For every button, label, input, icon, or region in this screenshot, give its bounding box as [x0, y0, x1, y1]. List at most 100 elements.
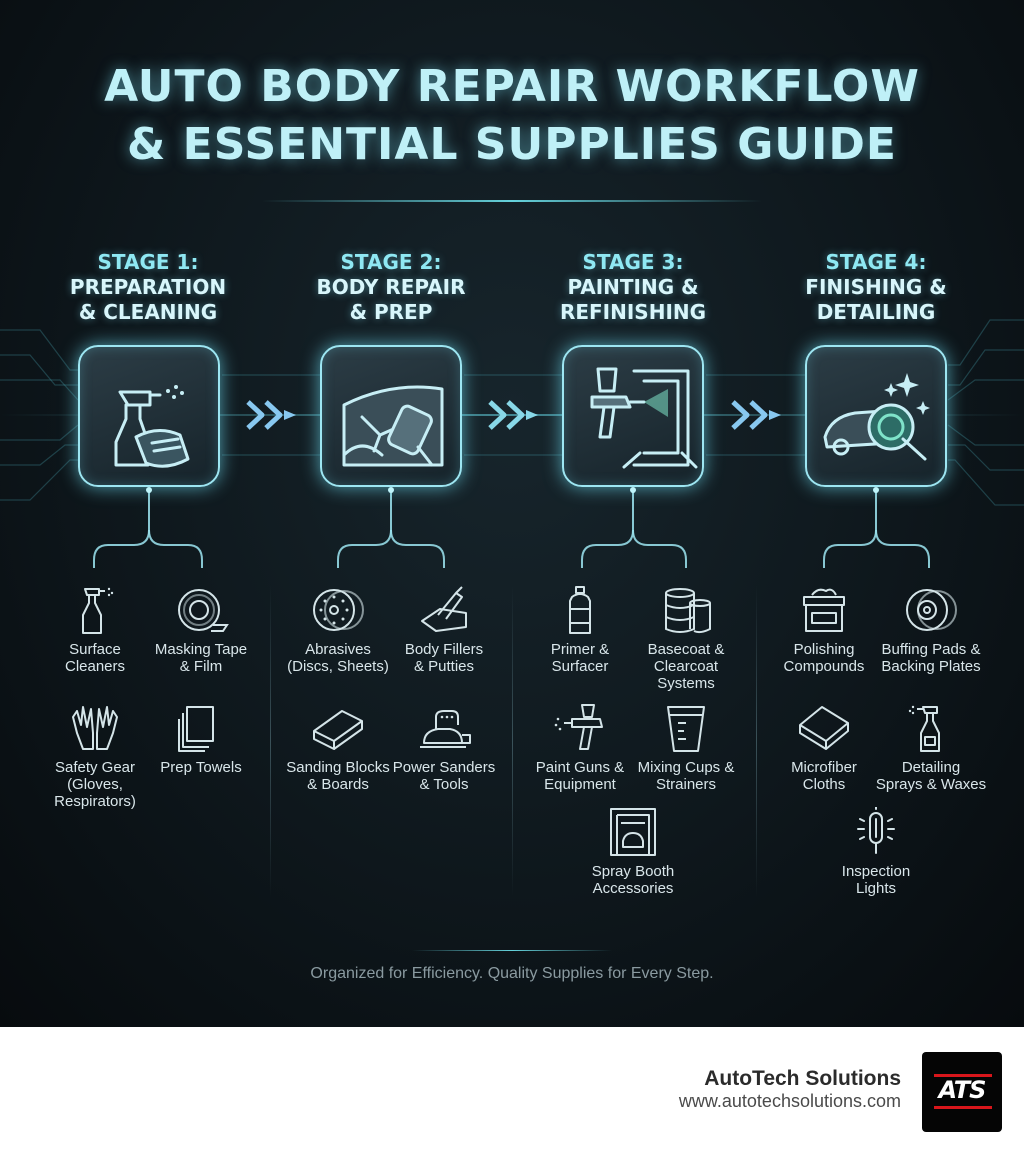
supply-item-prep-towels: Prep Towels: [143, 703, 259, 776]
spray-bottle-icon: [82, 587, 114, 634]
footer-divider: [412, 950, 612, 951]
paint-gun-icon: [554, 704, 603, 750]
label-line: Detailing: [901, 759, 961, 776]
column-divider-1: [270, 585, 271, 897]
towels-icon: [178, 706, 214, 752]
stage-4-box: [805, 345, 947, 487]
label-line: Power Sanders: [392, 759, 496, 776]
supply-item-power-sanders: Power Sanders& Tools: [386, 703, 502, 793]
label-line: Lights: [855, 880, 897, 897]
stage-4-name-line2: DETAILING: [816, 300, 936, 324]
label-line: Sanding Blocks: [286, 759, 390, 776]
car-polisher-icon: [823, 373, 930, 461]
detailing-spray-icon: [908, 705, 940, 752]
label-line: Spray Booth: [591, 863, 675, 880]
logo-stripe: [934, 1074, 992, 1077]
label-line: Cloths: [802, 776, 846, 793]
supply-item-primer: Primer &Surfacer: [522, 585, 638, 675]
stage-1-title: STAGE 1: PREPARATION & CLEANING: [38, 250, 258, 325]
microfiber-cloth-icon: [799, 706, 849, 750]
label-line: Inspection: [841, 863, 911, 880]
mixing-cup-icon: [667, 706, 705, 752]
power-sander-icon: [420, 710, 471, 748]
title-line-1: AUTO BODY REPAIR WORKFLOW: [104, 61, 920, 112]
chevron-arrow-1-icon: [246, 400, 296, 430]
column-divider-3: [756, 585, 757, 897]
label-line: & Tools: [419, 776, 469, 793]
column-divider-2: [512, 585, 513, 897]
label-line: Strainers: [655, 776, 717, 793]
label-line: Backing Plates: [881, 658, 981, 675]
stage-1-box: [78, 345, 220, 487]
brand-bar: AutoTech Solutions www.autotechsolutions…: [0, 1027, 1024, 1154]
brand-logo: ATS: [922, 1052, 1002, 1132]
stage-3-name-line2: REFINISHING: [559, 300, 707, 324]
label-line: Body Fillers: [404, 641, 484, 658]
brand-name: AutoTech Solutions: [704, 1067, 901, 1090]
footer-note: Organized for Efficiency. Quality Suppli…: [310, 965, 714, 982]
stage-3-number: STAGE 3:: [582, 250, 684, 274]
label-line: Primer &: [550, 641, 610, 658]
label-line: & Boards: [307, 776, 369, 793]
stage-2-name-line1: BODY REPAIR: [316, 275, 466, 299]
buffing-pad-icon: [906, 589, 957, 631]
title-line-2: & ESSENTIAL SUPPLIES GUIDE: [126, 119, 897, 170]
stage-1-name-line1: PREPARATION: [69, 275, 227, 299]
title-underline: [262, 200, 762, 202]
stage-2-box: [320, 345, 462, 487]
brand-url[interactable]: www.autotechsolutions.com: [678, 1091, 901, 1111]
supply-item-safety-gear: Safety Gear(Gloves,Respirators): [37, 703, 153, 810]
stage-2-name-line2: & PREP: [349, 300, 433, 324]
label-line: Mixing Cups &: [637, 759, 735, 776]
stage-2-number: STAGE 2:: [340, 250, 442, 274]
supply-item-buffing-pads: Buffing Pads &Backing Plates: [873, 585, 989, 675]
spray-gun-booth-icon: [590, 367, 698, 469]
abrasive-disc-icon: [313, 589, 364, 631]
label-line: Paint Guns &: [535, 759, 625, 776]
stage-2-title: STAGE 2: BODY REPAIR & PREP: [281, 250, 501, 325]
primer-can-icon: [569, 586, 591, 634]
label-line: Equipment: [544, 776, 616, 793]
infographic: AUTO BODY REPAIR WORKFLOW & ESSENTIAL SU…: [0, 0, 1024, 1027]
label-line: Polishing: [793, 641, 855, 658]
stage-1-number: STAGE 1:: [97, 250, 199, 274]
supply-item-body-fillers: Body Fillers& Putties: [386, 585, 502, 675]
supply-item-sanding-blocks: Sanding Blocks& Boards: [280, 703, 396, 793]
label-line: & Putties: [413, 658, 475, 675]
label-line: Safety Gear: [54, 759, 136, 776]
label-line: Clearcoat: [653, 658, 719, 675]
label-line: Respirators): [54, 793, 136, 810]
label-line: Sprays & Waxes: [875, 776, 987, 793]
branch-connectors: [93, 487, 930, 568]
tape-roll-icon: [178, 589, 229, 632]
stage-3-name-line1: PAINTING &: [567, 275, 699, 299]
stage-1-name-line2: & CLEANING: [78, 300, 218, 324]
spreader-icon: [421, 586, 467, 632]
label-line: Basecoat &: [647, 641, 725, 658]
label-line: Masking Tape: [154, 641, 248, 658]
supply-item-abrasives: Abrasives(Discs, Sheets): [280, 585, 396, 675]
spray-booth-icon: [610, 808, 656, 856]
page-title: AUTO BODY REPAIR WORKFLOW & ESSENTIAL SU…: [0, 58, 1024, 174]
chevron-arrow-2-icon: [488, 400, 538, 430]
brand-logo-text: ATS: [938, 1076, 987, 1104]
label-line: Abrasives: [305, 641, 371, 658]
inspection-light-icon: [857, 807, 895, 854]
label-line: Microfiber: [791, 759, 857, 776]
label-line: Systems: [657, 675, 715, 692]
label-line: Buffing Pads &: [881, 641, 981, 658]
supply-item-masking-tape: Masking Tape& Film: [143, 585, 259, 675]
label-line: (Gloves,: [67, 776, 123, 793]
label-line: Cleaners: [64, 658, 126, 675]
label-line: & Film: [179, 658, 223, 675]
label-line: (Discs, Sheets): [287, 658, 389, 675]
stage-4-name-line1: FINISHING &: [805, 275, 947, 299]
label-line: Compounds: [783, 658, 865, 675]
paint-cans-icon: [665, 588, 711, 634]
